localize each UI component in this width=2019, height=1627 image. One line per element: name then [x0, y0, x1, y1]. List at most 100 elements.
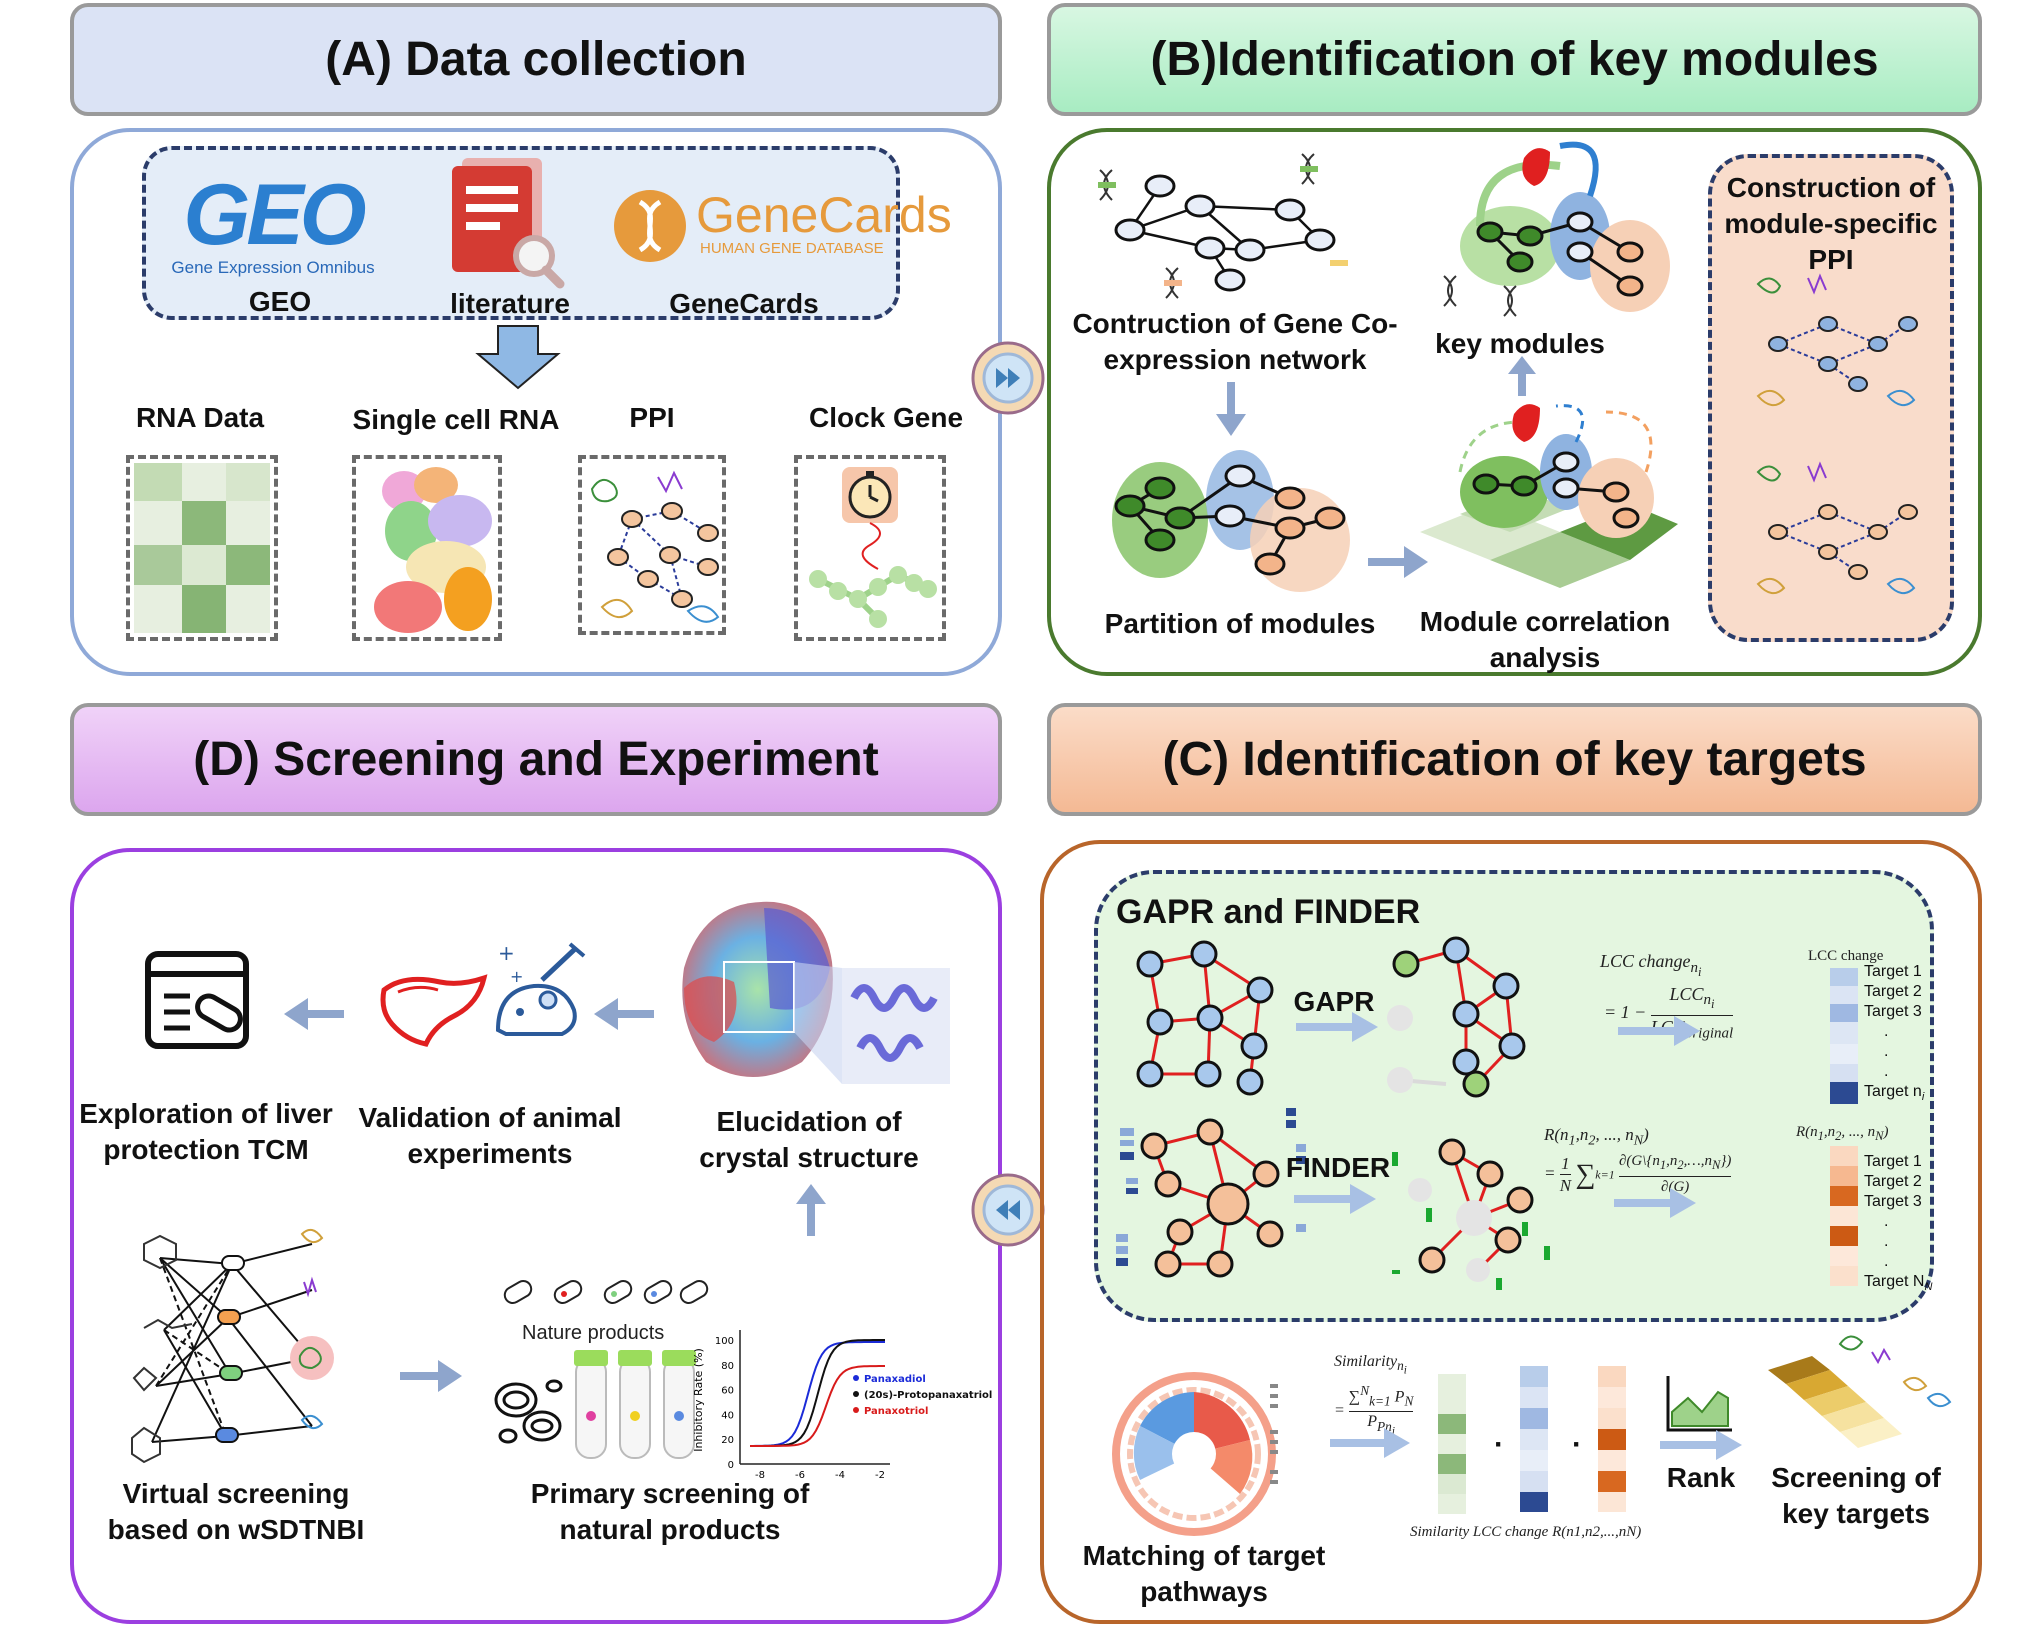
y-tick-label: 0	[728, 1460, 734, 1471]
target-subscript: N	[1924, 1281, 1933, 1294]
lcc-color-bar	[1830, 968, 1858, 1104]
crystal-label: Elucidation of crystal structure	[699, 1106, 919, 1173]
right-arrow-icon	[1614, 1188, 1696, 1218]
fast-forward-icon[interactable]	[970, 340, 1046, 416]
gapr-finder-title: GAPR and FINDER	[1116, 893, 1421, 931]
target-label: Target 2	[1864, 1173, 1922, 1190]
rank-chart-icon	[1666, 1376, 1732, 1432]
right-arrow-icon	[1618, 1016, 1700, 1046]
medicine-book-icon	[145, 951, 249, 1049]
similarity-bar	[1438, 1374, 1466, 1514]
y-tick-label: 20	[721, 1435, 734, 1446]
validation-label: Validation of animal experiments	[358, 1102, 622, 1169]
y-tick-label: 40	[721, 1410, 734, 1421]
crystal-structure-image	[682, 901, 950, 1084]
target-label: Target 3	[1864, 1003, 1922, 1020]
dot-separator: ·	[1572, 1428, 1582, 1461]
partition-network	[1112, 450, 1350, 592]
target-label: .	[1884, 1253, 1889, 1270]
virtual-screening-label: Virtual screening based on wSDTNBI	[107, 1478, 365, 1545]
coexpression-label: Contruction of Gene Co-expression networ…	[1072, 308, 1398, 375]
rewind-icon[interactable]	[970, 1172, 1046, 1248]
target-label: Target 2	[1864, 983, 1922, 1000]
lcc-target-list: Target 1 Target 2 Target 3 . . . Target …	[1864, 962, 1924, 1107]
exploration-label: Exploration of liver protection TCM	[79, 1098, 333, 1165]
svg-text:+: +	[498, 941, 515, 965]
x-tick-label: -2	[875, 1470, 885, 1481]
pathway-circos-chart	[1112, 1372, 1278, 1536]
down-arrow-icon	[475, 325, 561, 390]
rna-data-label: RNA Data	[135, 402, 265, 433]
left-arrow-icon	[284, 998, 344, 1030]
finder-score-bar	[1598, 1366, 1626, 1512]
screening-label: Screening of key targets	[1771, 1462, 1941, 1529]
target-label: Target 1	[1864, 1153, 1922, 1170]
target-label: .	[1884, 1213, 1889, 1230]
left-arrow-icon	[594, 998, 654, 1030]
mouse-syringe-icon: + +	[495, 941, 586, 1036]
geo-logo-subtitle: Gene Expression Omnibus	[171, 258, 375, 277]
target-label: .	[1884, 1043, 1889, 1060]
dose-response-curve	[750, 1365, 885, 1447]
target-label: Target 1	[1864, 963, 1922, 980]
legend-label: Panaxotriol	[864, 1406, 928, 1417]
petri-dish-icon	[494, 1379, 563, 1444]
target-label: .	[1884, 1063, 1889, 1080]
geo-label: GEO	[248, 286, 312, 317]
legend-label: (20s)-Protopanaxatriol	[864, 1390, 992, 1401]
right-arrow-icon	[1296, 1012, 1378, 1042]
gapr-network	[1136, 940, 1274, 1096]
x-tick-label: -4	[835, 1470, 845, 1481]
legend-marker	[853, 1407, 859, 1413]
product-labels: Similarity LCC change R(n1,n2,...,nN)	[1410, 1524, 1642, 1540]
y-tick-label: 100	[715, 1336, 734, 1347]
clock-gene-label: Clock Gene	[808, 402, 964, 433]
legend-marker	[853, 1375, 859, 1381]
right-arrow-icon	[1294, 1184, 1376, 1214]
module-ppi-network-1	[1756, 273, 1918, 407]
header-b: (B)Identification of key modules	[1047, 3, 1982, 116]
genecards-logo-text: GeneCards	[696, 187, 952, 243]
target-label: Target n	[1864, 1083, 1922, 1100]
target-label: .	[1884, 1233, 1889, 1250]
right-arrow-icon	[1368, 546, 1428, 578]
genecards-logo: GeneCards HUMAN GENE DATABASE	[612, 188, 952, 268]
finder-result-network	[1392, 1138, 1550, 1290]
rna-heatmap	[126, 455, 278, 641]
liver-icon	[380, 974, 488, 1047]
correlation-diagram	[1420, 404, 1678, 588]
dose-response-chart: Inhibitory Rate (%) 020406080100-8-6-4-2…	[692, 1330, 992, 1481]
target-label: .	[1884, 1023, 1889, 1040]
geo-logo-text: GEO	[183, 167, 366, 263]
chart-ylabel: Inhibitory Rate (%)	[692, 1348, 705, 1452]
x-tick-label: -8	[755, 1470, 765, 1481]
finder-label: FINDER	[1285, 1152, 1391, 1183]
correlation-label: Module correlation analysis	[1419, 606, 1671, 673]
matching-label: Matching of target pathways	[1082, 1540, 1326, 1607]
partition-label: Partition of modules	[1104, 608, 1376, 639]
module-ppi-network-2	[1756, 461, 1918, 595]
header-a: (A) Data collection	[70, 3, 1002, 116]
dot-separator: ·	[1494, 1428, 1504, 1461]
module-ppi-label: Construction of module-specific PPI	[1724, 172, 1938, 275]
header-c: (C) Identification of key targets	[1047, 703, 1982, 816]
ppi-label: PPI	[629, 402, 675, 433]
up-arrow-icon	[1508, 356, 1536, 396]
right-arrow-icon	[1660, 1430, 1742, 1460]
genecards-logo-subtitle: HUMAN GENE DATABASE	[700, 240, 884, 257]
finder-legend-title: R(n1,n2, ..., nN)	[1796, 1124, 1889, 1143]
legend-label: Panaxadiol	[864, 1374, 926, 1385]
key-modules-label: key modules	[1435, 328, 1605, 359]
panel-c	[1040, 840, 1982, 1624]
geo-logo: GEO Gene Expression Omnibus	[148, 170, 398, 280]
finder-color-bar	[1830, 1146, 1858, 1286]
legend-marker	[853, 1391, 859, 1397]
gapr-label: GAPR	[1293, 986, 1375, 1017]
test-tubes-icon	[574, 1350, 696, 1459]
virtual-screening-network	[131, 1228, 334, 1464]
clock-gene-box	[794, 455, 946, 641]
key-targets-steps	[1768, 1335, 1952, 1448]
x-tick-label: -6	[795, 1470, 805, 1481]
